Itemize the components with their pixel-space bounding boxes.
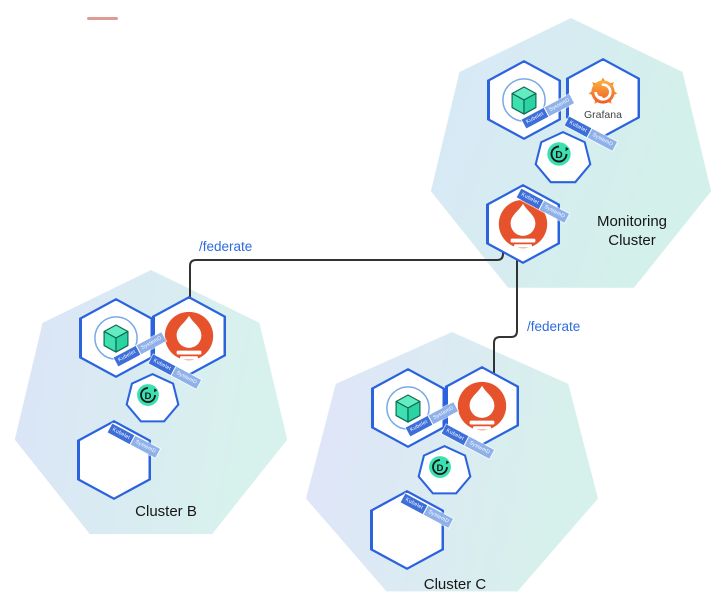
edge-monitoring-to-cluster-c — [493, 241, 518, 379]
monitoring-cluster-label: Monitoring Cluster — [596, 213, 668, 249]
federate-label-b: /federate — [199, 239, 253, 254]
cluster-c-label: Cluster C — [423, 576, 487, 593]
federate-label-c: /federate — [527, 319, 581, 334]
red-smudge-artifact — [87, 17, 118, 20]
cluster-b-label: Cluster B — [135, 503, 197, 520]
